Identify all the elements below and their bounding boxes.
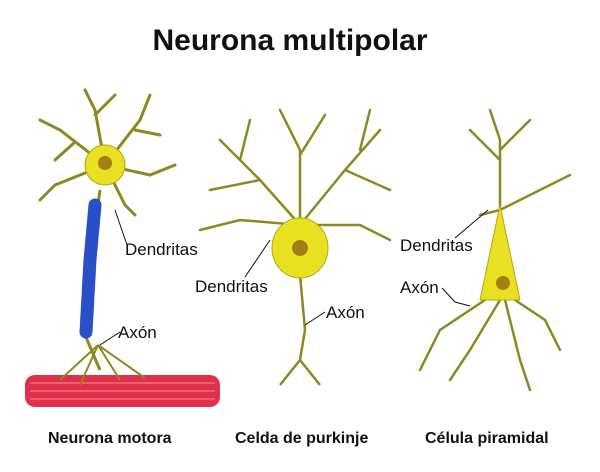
page-title: Neurona multipolar <box>152 24 428 57</box>
purkinje-nucleus <box>292 240 308 256</box>
motor-dendrites-label: Dendritas <box>125 240 198 259</box>
pyramidal-soma <box>479 204 521 301</box>
purkinje-dendrites <box>198 108 392 242</box>
motor-caption: Neurona motora <box>48 430 172 447</box>
purkinje-caption: Celda de purkinje <box>235 430 369 447</box>
pyramidal-dendrites-label: Dendritas <box>400 236 473 255</box>
purkinje-axon <box>279 274 321 386</box>
purkinje-dendrites-label: Dendritas <box>195 277 268 296</box>
pyramidal-dendrites <box>418 108 572 392</box>
motor-axon <box>59 189 146 386</box>
motor-nucleus <box>98 156 112 170</box>
leader-lines <box>99 209 489 346</box>
pyramidal-axon-label: Axón <box>400 278 439 297</box>
purkinje-axon-label: Axón <box>326 303 365 322</box>
motor-axon-label: Axón <box>118 323 157 342</box>
motor-dendrites <box>38 88 177 217</box>
muscle-fiber <box>25 375 220 407</box>
pyramidal-nucleus <box>496 276 510 290</box>
pyramidal-caption: Célula piramidal <box>425 430 549 447</box>
